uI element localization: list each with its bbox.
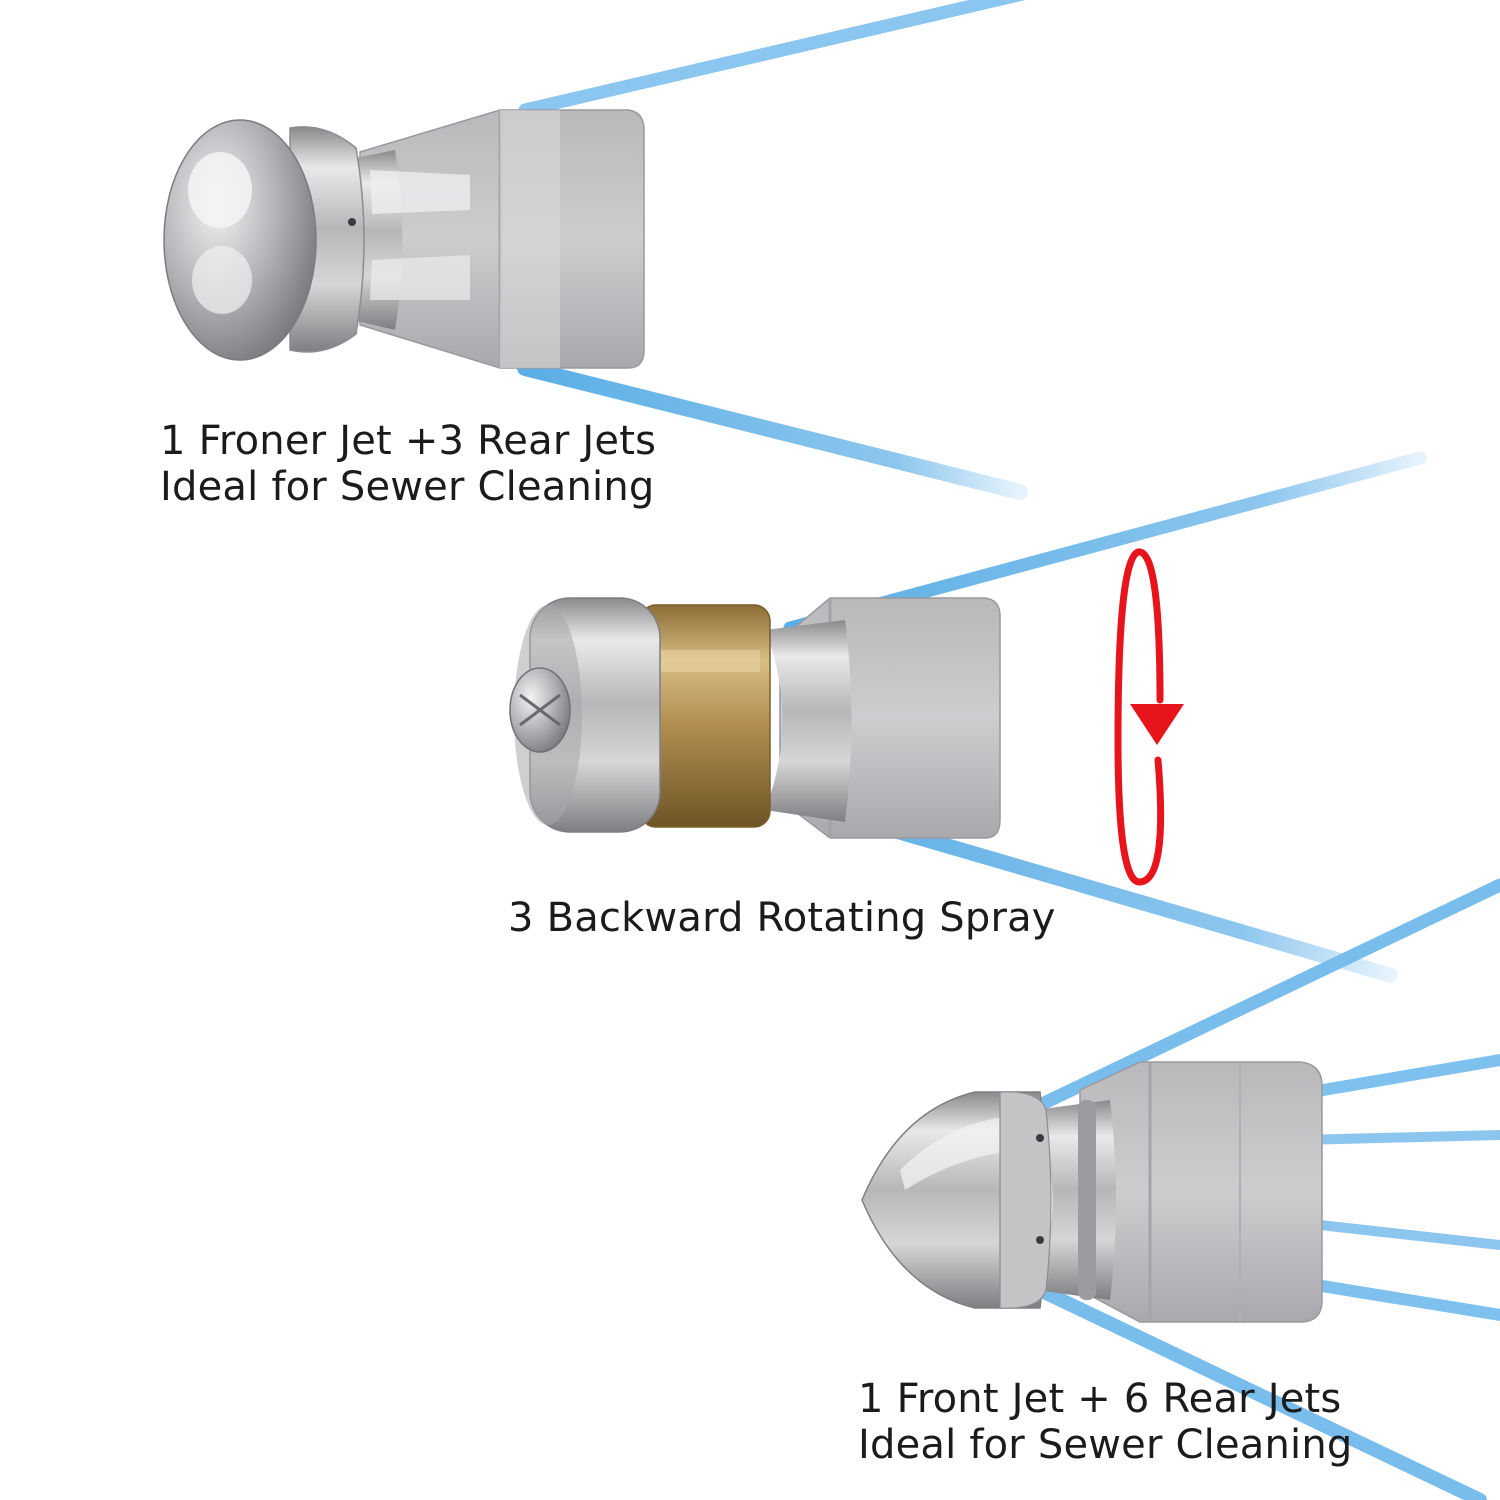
groove-ring <box>1078 1100 1096 1300</box>
nozzle-caption-round-head: 1 Froner Jet +3 Rear Jets Ideal for Sewe… <box>160 418 656 510</box>
jet-hole <box>1036 1236 1044 1244</box>
rotation-arrow-icon <box>1114 548 1184 886</box>
caption-line: 1 Froner Jet +3 Rear Jets <box>160 418 657 464</box>
rear-water-jet <box>1295 1130 1500 1145</box>
collar-ring <box>999 1091 1052 1309</box>
rotation-arc <box>1114 548 1165 886</box>
caption-line: 1 Front Jet + 6 Rear Jets <box>858 1376 1342 1422</box>
rear-water-jet <box>1315 1220 1500 1250</box>
jet-hole <box>348 218 356 226</box>
nozzle-caption-rotating: 3 Backward Rotating Spray <box>508 895 1056 941</box>
hex-facet <box>500 110 560 368</box>
rear-water-jet <box>517 360 1028 500</box>
round-head-nozzle <box>0 0 1037 500</box>
dome-head <box>163 119 317 361</box>
caption-line: Ideal for Sewer Cleaning <box>858 1422 1353 1468</box>
brass-shine <box>650 650 760 672</box>
head-shine <box>900 1115 1020 1190</box>
rear-water-jet <box>1033 878 1500 1112</box>
rear-water-jet <box>1033 1283 1487 1500</box>
screw-slot <box>519 693 561 727</box>
nozzle-caption-bullet: 1 Front Jet + 6 Rear Jets Ideal for Sewe… <box>858 1376 1353 1468</box>
caption-line: Ideal for Sewer Cleaning <box>160 464 655 510</box>
rotating-nozzle <box>509 451 1477 983</box>
jet-hole <box>1036 1134 1044 1142</box>
waist-shine <box>370 170 470 214</box>
arrowhead <box>1130 704 1184 745</box>
rear-water-jet <box>518 0 1026 117</box>
waist-shine <box>370 255 470 300</box>
hex-body <box>1079 1061 1323 1323</box>
waist <box>765 620 852 822</box>
dome-shine <box>188 152 252 228</box>
bullet-nozzle <box>178 878 1500 1500</box>
caption-line: 3 Backward Rotating Spray <box>508 895 1056 941</box>
dome-shine <box>192 246 252 314</box>
collar-ring <box>289 126 365 353</box>
